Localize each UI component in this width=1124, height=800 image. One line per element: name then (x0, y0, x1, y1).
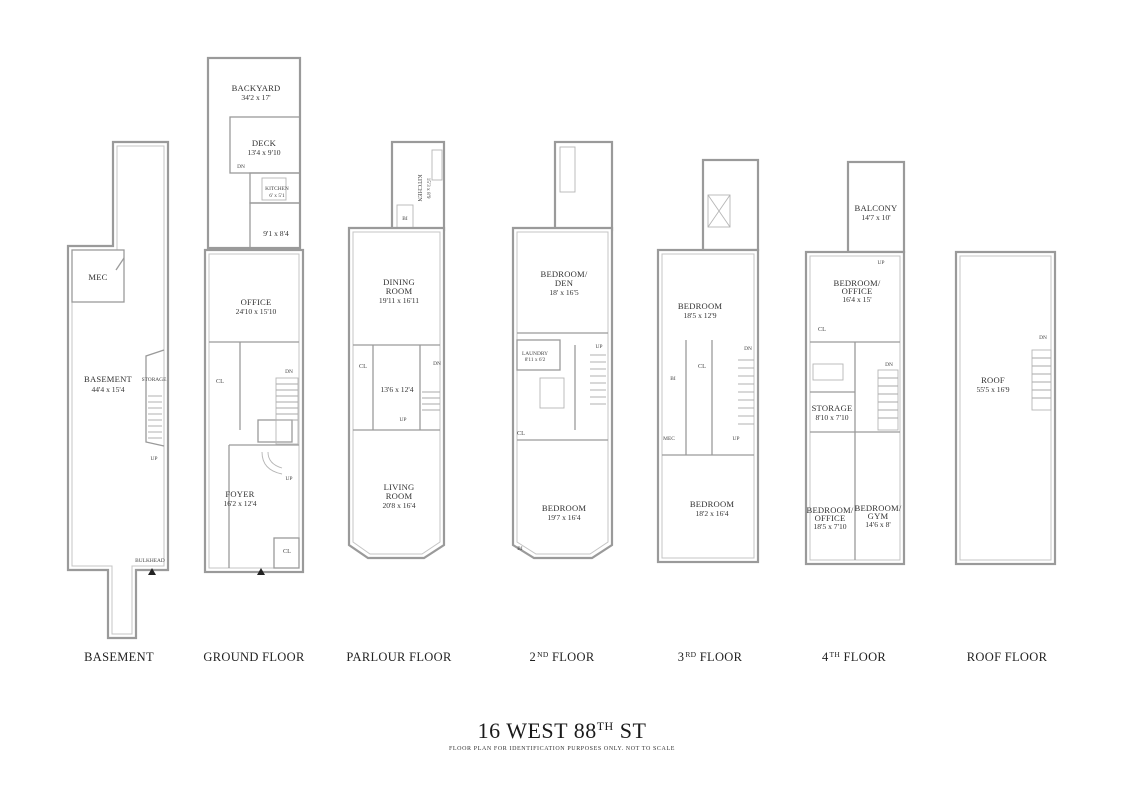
second-laundry-label: LAUNDRY (522, 351, 548, 357)
third-bedroom1-dim: 18'5 x 12'9 (683, 311, 716, 320)
ground-foyer-dim: 16'2 x 12'4 (223, 499, 256, 508)
plan-title: 16 WEST 88TH ST (477, 718, 647, 743)
parlour-living-dim: 20'8 x 16'4 (382, 501, 415, 510)
parlour-living-label2: ROOM (386, 491, 413, 501)
floor-label-roof: ROOF FLOOR (966, 650, 1048, 664)
second-bedroom-label: BEDROOM (542, 503, 587, 513)
ground-office-dim: 24'10 x 15'10 (236, 307, 277, 316)
ground-deck-label: DECK (252, 138, 277, 148)
parlour-hall-dim: 13'6 x 12'4 (380, 385, 413, 394)
second-bedroom-den-dim: 18' x 16'5 (549, 288, 579, 297)
fourth-gym-dim: 14'6 x 8' (865, 520, 891, 529)
fourth-dn-label: DN (885, 362, 893, 368)
basement-mec-label: MEC (88, 272, 107, 282)
second-bedroom-den-label2: DEN (555, 278, 574, 288)
ground-stair-dn-label: DN (285, 369, 293, 375)
floor-label-ground: GROUND FLOOR (203, 650, 305, 664)
plan-title-block: 16 WEST 88TH ST FLOOR PLAN FOR IDENTIFIC… (0, 718, 1124, 752)
parlour-dining-label2: ROOM (386, 286, 413, 296)
parlour-up-label: UP (400, 417, 407, 423)
ground-up-label: UP (286, 476, 293, 482)
fourth-balcony-dim: 14'7 x 10' (861, 213, 891, 222)
fourth-gym-label2: GYM (868, 511, 889, 521)
parlour-dn-label: DN (433, 361, 441, 367)
parlour-floor-plan: KITCHEN 15'3 x 8'9 BI DINING ROOM 19'11 … (347, 140, 446, 560)
floor-label-second: 2ND FLOOR (529, 650, 595, 664)
ground-anteroom-dim: 9'1 x 8'4 (263, 229, 289, 238)
floor-label-fourth: 4TH FLOOR (821, 650, 887, 664)
fourth-office2-label2: OFFICE (815, 513, 846, 523)
third-dn-label: DN (744, 346, 752, 352)
basement-room-dim: 44'4 x 15'4 (91, 385, 124, 394)
third-floor-plan: BEDROOM 18'5 x 12'9 CL BI MEC DN UP BEDR… (656, 158, 760, 564)
parlour-bi-label: BI (402, 216, 408, 222)
parlour-dining-label: DINING (383, 277, 415, 287)
ground-backyard-label: BACKYARD (232, 83, 281, 93)
fourth-bedroom-office-dim: 16'4 x 15' (842, 295, 872, 304)
ground-office-label: OFFICE (241, 297, 272, 307)
second-cl-label: CL (517, 430, 525, 437)
third-cl-label: CL (698, 363, 706, 370)
floor-label-basement: BASEMENT (84, 650, 154, 664)
fourth-bedroom-office-label: BEDROOM/ (834, 278, 881, 288)
second-bedroom-den-label: BEDROOM/ (541, 269, 588, 279)
third-bi-label: BI (670, 376, 676, 382)
parlour-kitchen-dim: 15'3 x 8'9 (425, 178, 431, 199)
fourth-storage-label: STORAGE (812, 403, 853, 413)
fourth-floor-plan: BALCONY 14'7 x 10' BEDROOM/ OFFICE 16'4 … (804, 160, 906, 566)
fourth-gym-label: BEDROOM/ (855, 503, 902, 513)
third-bedroom2-label: BEDROOM (690, 499, 735, 509)
third-bedroom1-label: BEDROOM (678, 301, 723, 311)
fourth-up-label: UP (878, 260, 885, 266)
roof-floor-plan: ROOF 55'5 x 16'9 DN (954, 250, 1057, 566)
basement-plan: MEC BASEMENT 44'4 x 15'4 STORAGE UP BULK… (66, 140, 170, 640)
second-up-label: UP (596, 344, 603, 350)
roof-dn-label: DN (1039, 335, 1047, 341)
ground-kitchen-label: KITCHEN (265, 186, 289, 192)
ground-deck-dim: 13'4 x 9'10 (247, 148, 280, 157)
third-bedroom2-dim: 18'2 x 16'4 (695, 509, 728, 518)
fourth-office2-label: BEDROOM/ (807, 505, 854, 515)
fourth-cl-label: CL (818, 326, 826, 333)
ground-closet-label: CL (216, 378, 224, 385)
fourth-storage-dim: 8'10 x 7'10 (815, 413, 848, 422)
basement-bulkhead-label: BULKHEAD (135, 558, 165, 564)
ground-backyard-dim: 34'2 x 17' (241, 93, 271, 102)
second-floor-plan: BEDROOM/ DEN 18' x 16'5 LAUNDRY 8'11 x 6… (511, 140, 614, 560)
roof-room-label: ROOF (981, 375, 1005, 385)
second-bedroom-dim: 19'7 x 16'4 (547, 513, 580, 522)
floor-label-parlour: PARLOUR FLOOR (346, 650, 452, 664)
basement-room-label: BASEMENT (84, 374, 132, 384)
parlour-kitchen-label: KITCHEN (416, 174, 423, 202)
second-bi-label: BI (517, 546, 523, 552)
ground-front-closet-label: CL (283, 548, 291, 555)
ground-floor-plan: BACKYARD 34'2 x 17' DECK 13'4 x 9'10 KIT… (203, 56, 305, 575)
third-up-label: UP (733, 436, 740, 442)
fourth-balcony-label: BALCONY (855, 203, 898, 213)
ground-foyer-label: FOYER (225, 489, 254, 499)
plan-disclaimer: FLOOR PLAN FOR IDENTIFICATION PURPOSES O… (448, 746, 675, 752)
roof-room-dim: 55'5 x 16'9 (976, 385, 1009, 394)
fourth-office2-dim: 18'5 x 7'10 (813, 522, 846, 531)
ground-dn-label: DN (237, 164, 245, 170)
ground-kitchen-dim: 6' x 5'1 (269, 193, 285, 199)
third-mec-label: MEC (663, 436, 675, 442)
parlour-cl-label: CL (359, 363, 367, 370)
fourth-bedroom-office-label2: OFFICE (842, 286, 873, 296)
second-laundry-dim: 8'11 x 6'2 (525, 357, 546, 363)
floor-label-third: 3RD FLOOR (677, 650, 743, 664)
basement-storage-label: STORAGE (142, 377, 167, 383)
parlour-living-label: LIVING (384, 482, 415, 492)
parlour-dining-dim: 19'11 x 16'11 (379, 296, 419, 305)
basement-up-label: UP (151, 456, 158, 462)
